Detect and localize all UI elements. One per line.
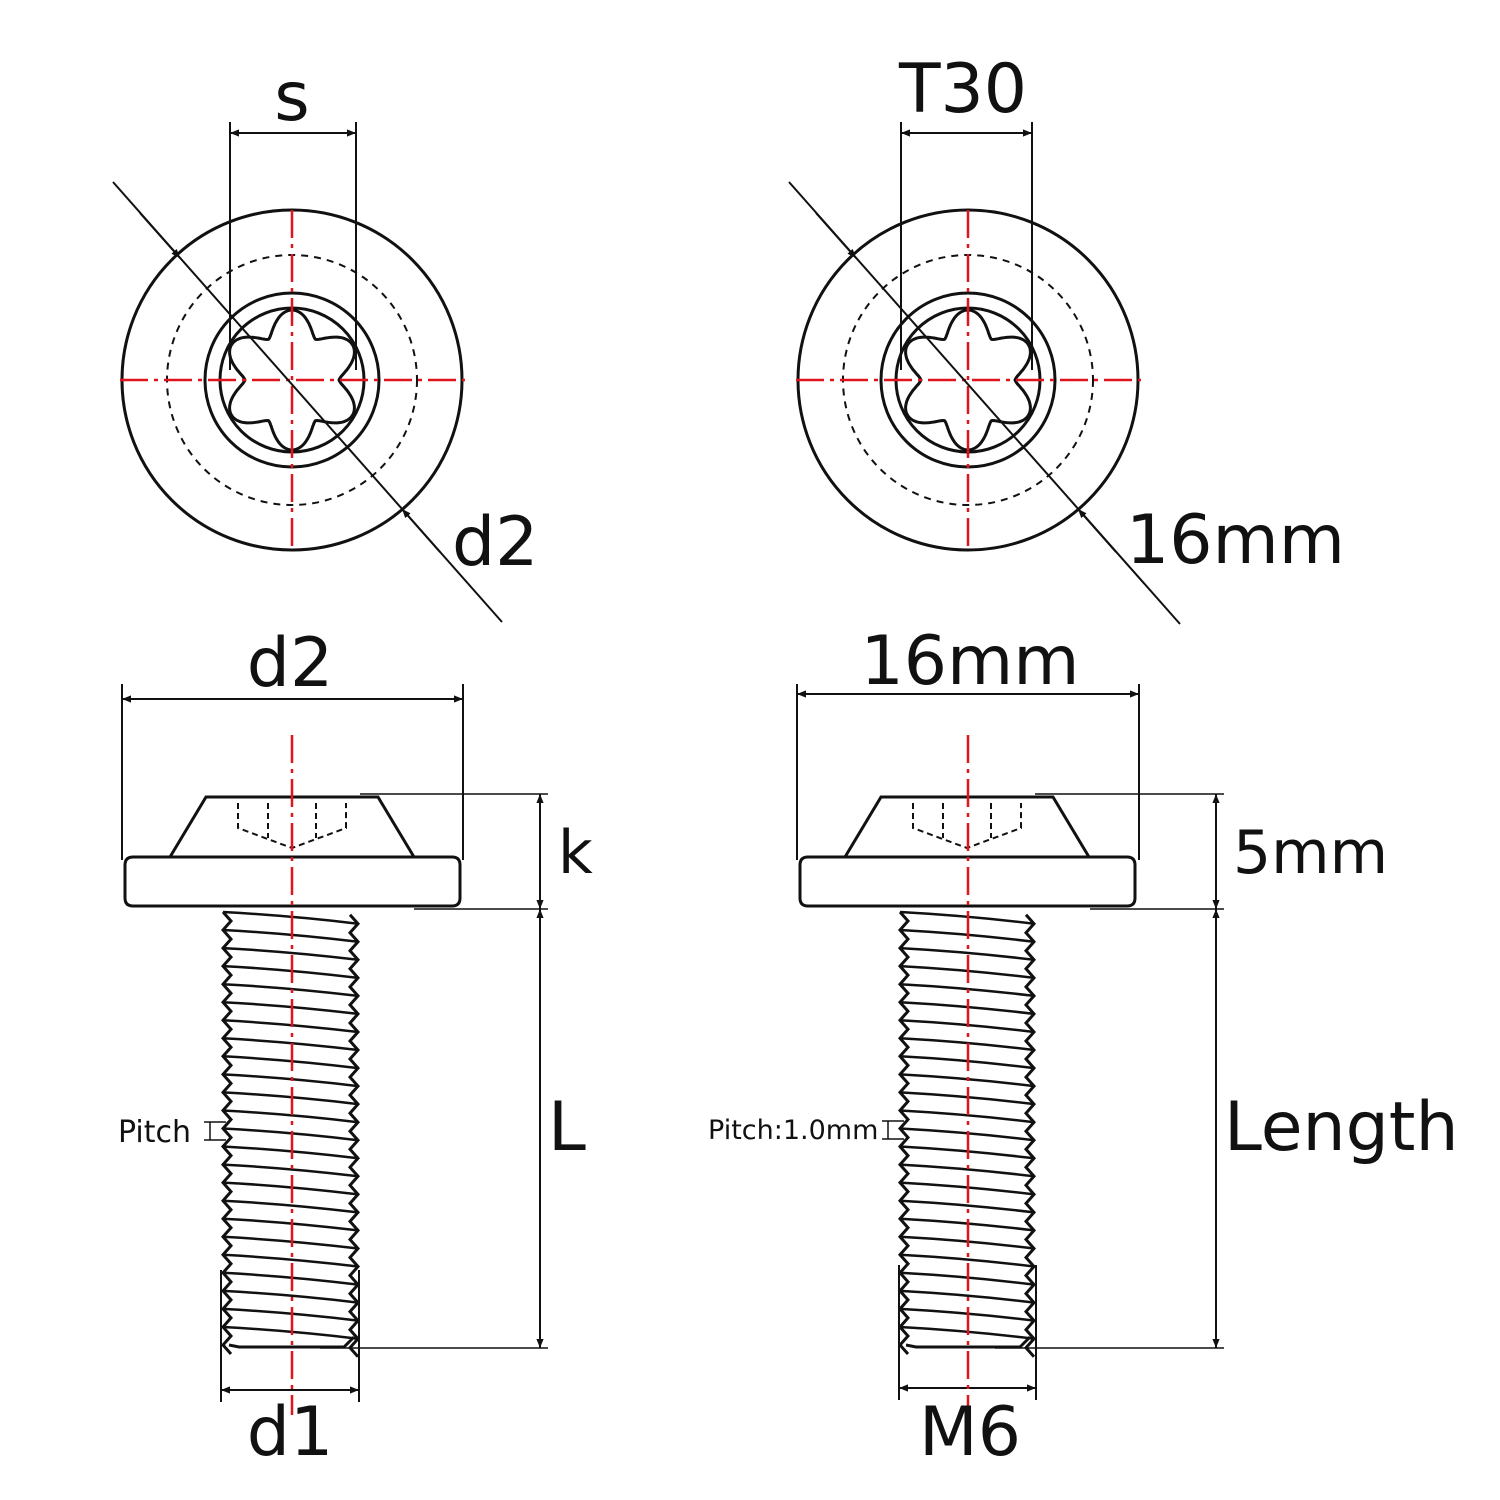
thread-crest xyxy=(222,1000,359,1016)
thread-tip xyxy=(228,1335,356,1349)
left-length-label: L xyxy=(548,1088,586,1167)
thread-crest xyxy=(222,1181,359,1196)
thread-profile xyxy=(347,913,361,1358)
left-pitch-label: Pitch xyxy=(118,1115,191,1150)
thread-crest xyxy=(222,1127,359,1142)
thread-crest xyxy=(222,1037,359,1052)
thread-crest xyxy=(899,1163,1035,1178)
thread-profile xyxy=(220,911,234,1355)
right-head-height-label: 5mm xyxy=(1233,818,1388,888)
left-top-view xyxy=(112,122,503,623)
thread-crest xyxy=(222,1307,359,1322)
thread-tip xyxy=(905,1335,1032,1349)
thread-crest xyxy=(222,1199,359,1214)
diameter-arrow-a xyxy=(815,212,857,259)
left-side-view xyxy=(121,684,548,1415)
thread-crest xyxy=(222,1325,359,1340)
right-thread-diameter-label: M6 xyxy=(919,1393,1021,1472)
right-pitch-label: Pitch:1.0mm xyxy=(708,1115,878,1146)
thread-crest xyxy=(899,1253,1035,1268)
thread-crest xyxy=(899,982,1035,998)
thread-crest xyxy=(222,1217,359,1232)
thread-crest xyxy=(222,1073,359,1088)
thread xyxy=(897,910,1037,1358)
thread-crest xyxy=(899,1109,1035,1124)
thread-crest xyxy=(222,946,359,962)
thread-crest xyxy=(222,1109,359,1124)
thread-crest xyxy=(222,1271,359,1286)
thread-crest xyxy=(222,1235,359,1250)
right-top-head-diameter-label: 16mm xyxy=(1126,501,1345,580)
diameter-arrow-a xyxy=(139,212,181,259)
flange xyxy=(798,855,1137,908)
thread-crest xyxy=(222,964,359,980)
thread-crest xyxy=(222,1163,359,1178)
left-drive-width-label: s xyxy=(274,58,309,137)
thread-crest xyxy=(222,982,359,998)
thread-crest xyxy=(899,1289,1035,1304)
thread-crest xyxy=(222,928,359,944)
thread-crest xyxy=(222,910,359,925)
thread-crest xyxy=(222,1289,359,1304)
diameter-arrow-b xyxy=(401,508,441,553)
right-drive-width-label: T30 xyxy=(898,50,1027,129)
thread-crest xyxy=(899,1199,1035,1214)
left-head-diameter-label: d2 xyxy=(247,624,333,703)
thread-crest xyxy=(222,1091,359,1106)
thread-profile xyxy=(897,911,911,1355)
thread-crest xyxy=(222,1055,359,1070)
thread-crest xyxy=(899,946,1035,962)
left-top-head-diameter-label: d2 xyxy=(452,503,538,582)
left-head-height-label: k xyxy=(558,818,593,888)
right-length-label: Length xyxy=(1224,1088,1459,1167)
right-side-view xyxy=(796,684,1224,1415)
left-thread-diameter-label: d1 xyxy=(247,1393,333,1472)
right-head-diameter-label: 16mm xyxy=(860,622,1079,701)
thread-profile xyxy=(1023,913,1037,1358)
flange xyxy=(123,855,462,908)
thread-crest xyxy=(222,1019,359,1034)
thread xyxy=(220,910,361,1358)
diameter-arrow-b xyxy=(1077,508,1117,553)
thread-crest xyxy=(222,1145,359,1160)
right-top-view xyxy=(788,122,1181,625)
thread-crest xyxy=(222,1253,359,1268)
